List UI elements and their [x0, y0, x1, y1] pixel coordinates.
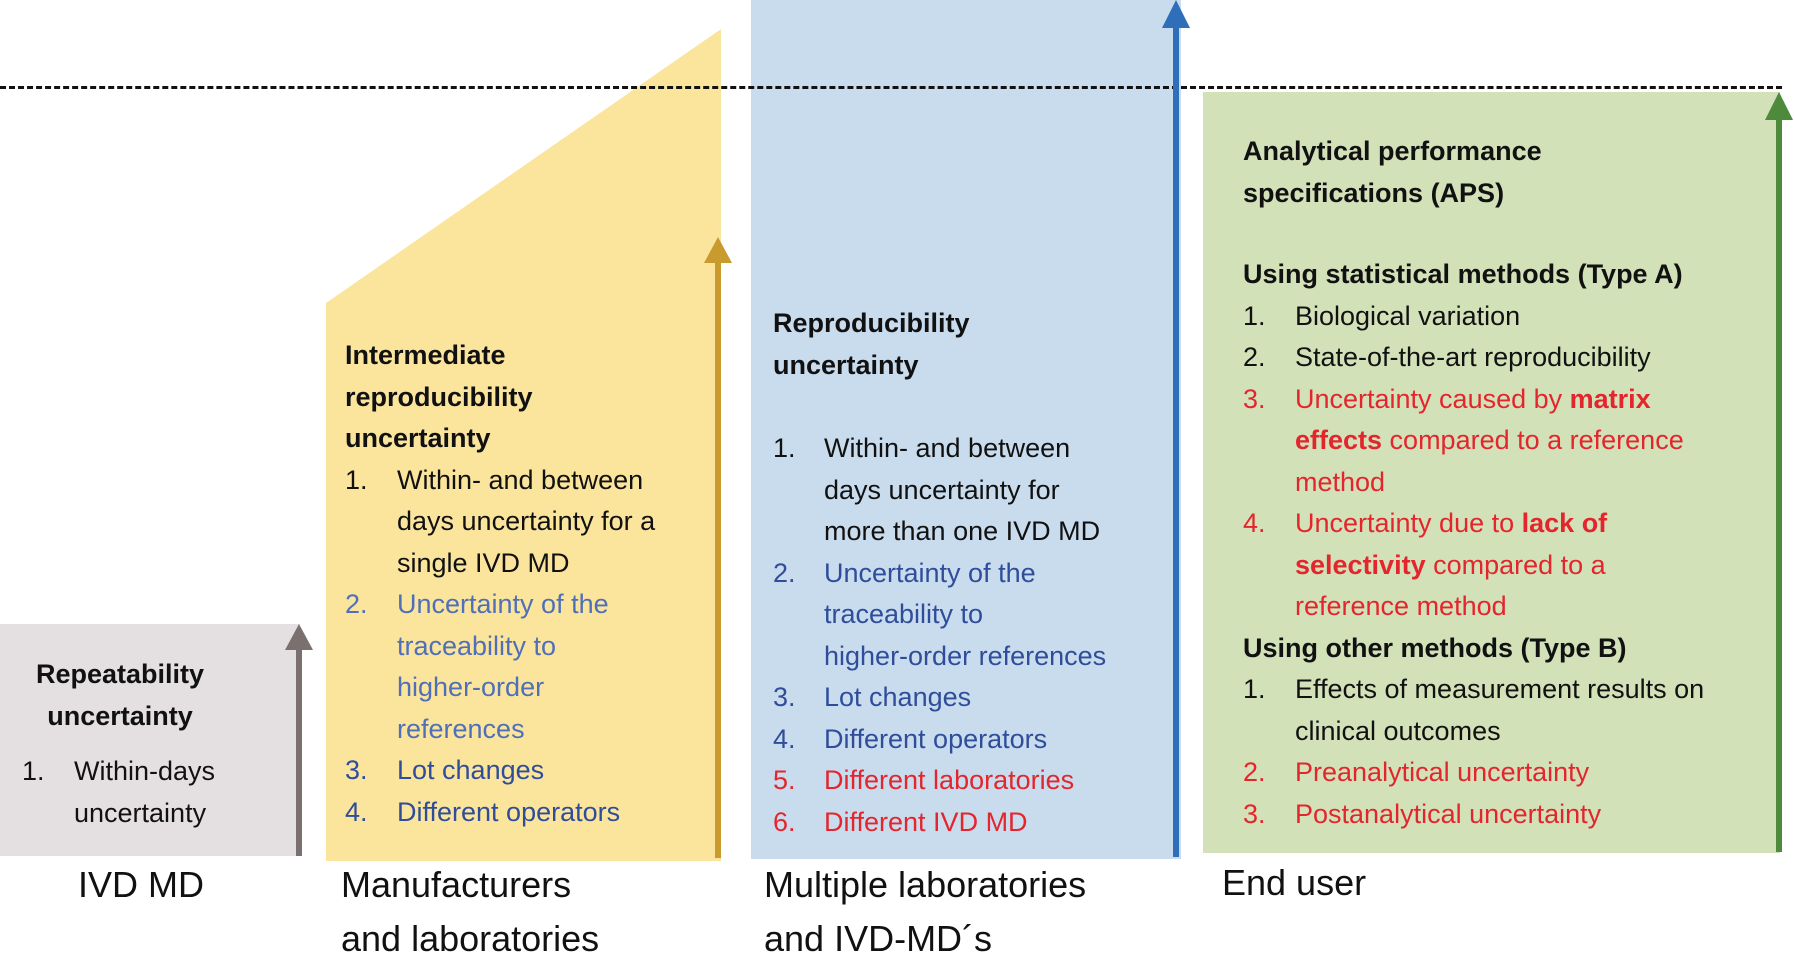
label-end-user: End user: [1222, 862, 1367, 903]
type-a-heading: Using statistical methods (Type A): [1243, 259, 1683, 289]
label-ivd-md: IVD MD: [78, 864, 204, 905]
dashed-threshold-line: [0, 86, 1782, 89]
repeatability-title: Repeatability uncertainty: [35, 659, 205, 731]
reproducibility-title: Reproducibility uncertainty: [773, 308, 970, 380]
blue-panel: [751, 0, 1181, 859]
aps-list: Using statistical methods (Type A) 1.Bio…: [1243, 254, 1704, 835]
gray-panel: [0, 624, 300, 856]
aps-title: Analytical performance specifications (A…: [1243, 136, 1542, 208]
type-b-heading: Using other methods (Type B): [1243, 632, 1627, 663]
green-panel: [1203, 92, 1780, 853]
intermediate-reproducibility-block: Intermediate reproducibility uncertainty…: [345, 340, 656, 827]
